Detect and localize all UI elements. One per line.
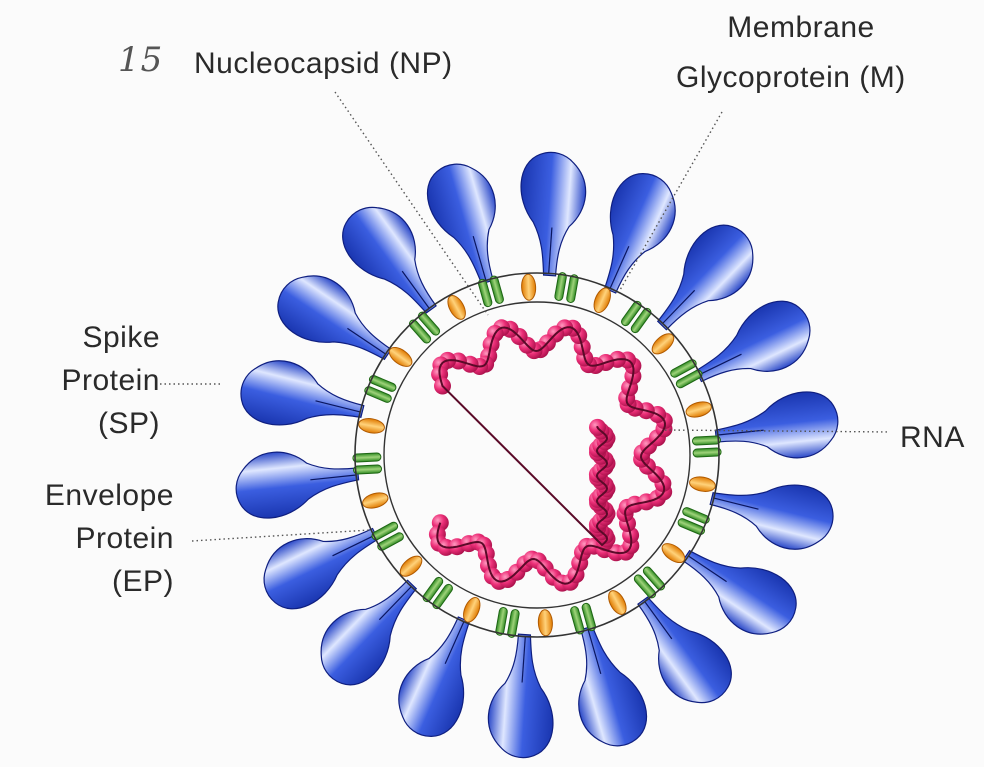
envelope-protein — [688, 475, 716, 493]
envelope-protein-body — [361, 490, 390, 511]
membrane-glycoprotein — [692, 436, 721, 457]
spike-protein — [420, 156, 516, 292]
membrane-glycoprotein — [364, 374, 398, 403]
membrane-glycoprotein-right — [353, 453, 381, 462]
membrane-label-line2: Glycoprotein (M) — [676, 60, 906, 95]
envelope-label-line1: Envelope — [4, 478, 174, 513]
membrane-glycoprotein — [570, 602, 597, 634]
spike-proteins — [233, 150, 842, 759]
rna-label: RNA — [900, 420, 965, 455]
spike-club — [515, 150, 588, 277]
spike-protein — [235, 352, 370, 445]
spike-protein — [712, 389, 841, 467]
spike-club — [420, 156, 516, 292]
spike-protein — [486, 632, 559, 759]
envelope-protein — [358, 417, 386, 435]
spike-club — [558, 618, 654, 754]
nucleocapsid-label: Nucleocapsid (NP) — [194, 46, 453, 81]
spike-club — [712, 389, 841, 467]
spike-protein — [233, 444, 362, 522]
envelope-protein-body — [688, 475, 716, 493]
spike-protein — [252, 507, 391, 619]
spike-club — [235, 352, 370, 445]
membrane-glycoprotein-left — [692, 436, 720, 445]
spike-protein — [704, 465, 839, 558]
envelope-protein-body — [538, 609, 553, 636]
envelope-protein-body — [358, 417, 386, 435]
spike-protein — [558, 618, 654, 754]
nucleocapsid-beads — [429, 319, 673, 591]
envelope-protein-body — [521, 274, 536, 301]
envelope-protein — [538, 609, 553, 636]
envelope-label-line2: Protein — [4, 521, 174, 556]
membrane-glycoprotein-left — [353, 465, 381, 474]
membrane-glycoprotein — [353, 453, 382, 474]
spike-protein — [515, 150, 588, 277]
envelope-protein — [684, 399, 713, 420]
spike-club — [233, 444, 362, 522]
envelope-protein — [521, 274, 536, 301]
membrane-glycoprotein-left — [507, 609, 520, 638]
spike-club — [684, 291, 823, 403]
membrane-glycoprotein-right — [566, 274, 579, 303]
spike-club — [486, 632, 559, 759]
spike-protein — [684, 291, 823, 403]
handwritten-number: 15 — [118, 40, 163, 80]
spike-label-line3: (SP) — [20, 406, 160, 441]
envelope-protein — [361, 490, 390, 511]
spike-club — [252, 507, 391, 619]
spike-club — [704, 465, 839, 558]
spike-label-line2: Protein — [20, 363, 160, 398]
envelope-protein-body — [684, 399, 713, 420]
membrane-glycoprotein-left — [554, 272, 567, 301]
membrane-glycoprotein — [478, 275, 505, 307]
membrane-glycoprotein — [669, 358, 703, 389]
membrane-glycoprotein — [371, 521, 405, 552]
membrane-label-line1: Membrane — [676, 10, 926, 45]
spike-label-line1: Spike — [20, 320, 160, 355]
membrane-glycoprotein — [677, 506, 711, 535]
membrane-glycoprotein-right — [693, 448, 721, 457]
envelope-label-line3: (EP) — [4, 564, 174, 599]
membrane-glycoprotein-right — [495, 607, 508, 636]
